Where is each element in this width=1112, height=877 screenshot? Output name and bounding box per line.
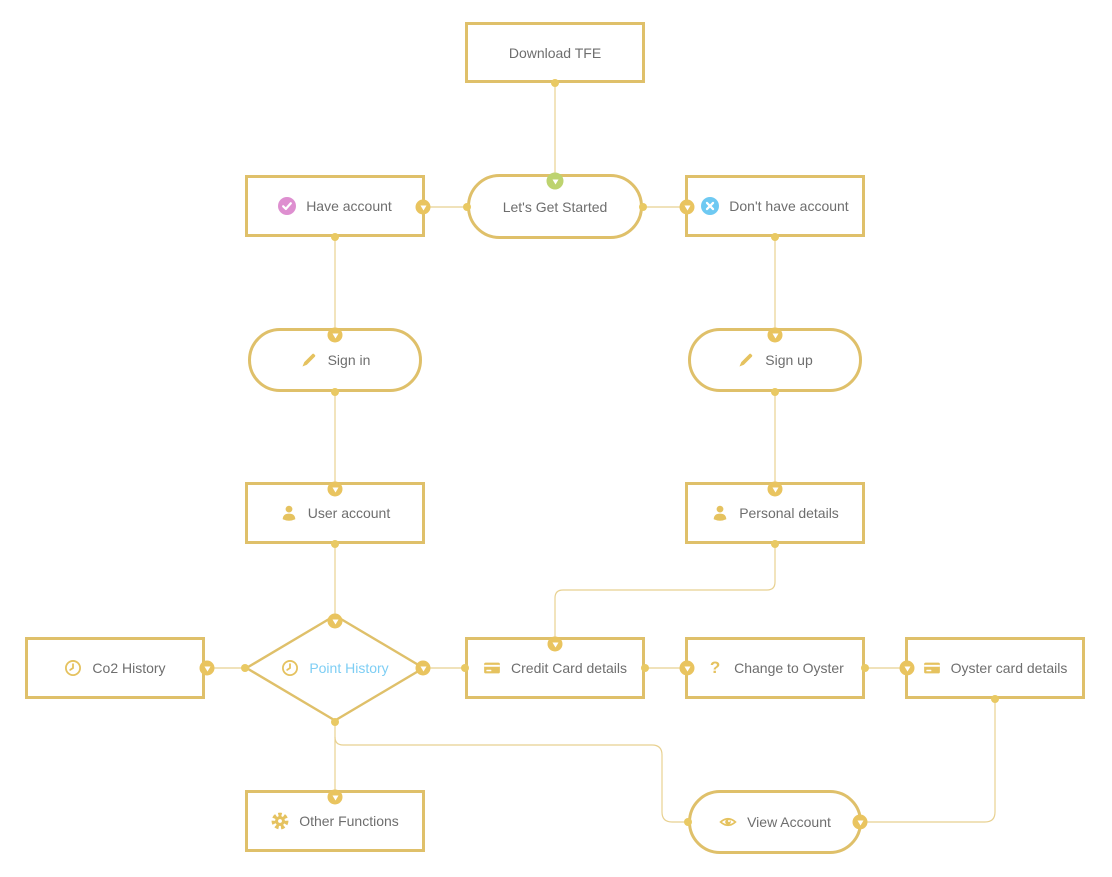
node-content: Co2 History [64,659,166,677]
node-change-to-oyster[interactable]: ? Change to Oyster [685,637,865,699]
endpoint-personal-details-bottom-dot [771,540,779,548]
endpoint-view-account-left-dot [684,818,692,826]
node-content: ? Change to Oyster [706,659,844,677]
node-content: Personal details [711,504,839,522]
gear-icon [271,812,289,830]
clock-icon [64,659,82,677]
pencil-icon [737,351,755,369]
node-content: Other Functions [271,812,399,830]
arrowhead-change-to-oyster-left-arrow-icon [679,660,695,676]
node-label: Other Functions [299,813,399,829]
node-content: Sign up [737,351,813,369]
endpoint-lets-get-started-left-dot [463,203,471,211]
arrowhead-credit-card-details-top-arrow-icon [547,636,563,652]
endpoint-download-tfe-bottom-dot [551,79,559,87]
arrowhead-lets-get-started-top-arrow-icon [546,172,564,190]
endpoint-user-account-bottom-dot [331,540,339,548]
node-co2-history[interactable]: Co2 History [25,637,205,699]
endpoint-point-history-bottom-dot [331,718,339,726]
node-content: Let's Get Started [503,199,608,215]
node-label: Credit Card details [511,660,627,676]
endpoint-credit-card-details-right-dot [641,664,649,672]
x-circle-icon [701,197,720,215]
node-label: Oyster card details [950,660,1068,676]
node-content: Don't have account [701,197,849,215]
node-content: Sign in [300,351,371,369]
node-label: Personal details [739,505,839,521]
endpoint-have-account-bottom-dot [331,233,339,241]
endpoint-oyster-card-details-bottom-dot [991,695,999,703]
node-have-account[interactable]: Have account [245,175,425,237]
node-oyster-card-details[interactable]: Oyster card details [905,637,1085,699]
user-icon [280,504,298,522]
arrowhead-dont-have-account-left-arrow-icon [679,199,695,215]
clock-icon [281,659,299,677]
arrowhead-sign-in-top-arrow-icon [327,327,343,343]
endpoint-sign-up-bottom-dot [771,388,779,396]
check-circle-icon [278,197,297,215]
node-label: Point History [309,660,389,676]
node-label: Change to Oyster [734,660,844,676]
node-label: Sign in [327,352,371,368]
arrowhead-personal-details-top-arrow-icon [767,481,783,497]
credit-card-icon [923,659,941,677]
endpoint-point-history-left-dot [241,664,249,672]
edge-point-history-to-view-account[interactable] [334,736,686,823]
arrowhead-view-account-right-arrow-icon [852,814,868,830]
node-content: Download TFE [509,45,601,61]
node-view-account[interactable]: View Account [688,790,862,854]
node-content: Credit Card details [483,659,627,677]
endpoint-dont-have-account-bottom-dot [771,233,779,241]
arrowhead-point-history-right-arrow-icon [415,660,431,676]
credit-card-icon [483,659,501,677]
node-download-tfe[interactable]: Download TFE [465,22,645,83]
node-label: Have account [306,198,392,214]
node-label: View Account [747,814,831,830]
node-dont-have-account[interactable]: Don't have account [685,175,865,237]
node-content: View Account [719,813,831,831]
user-icon [711,504,729,522]
endpoint-change-to-oyster-right-dot [861,664,869,672]
node-label: User account [307,505,391,521]
eye-icon [719,813,737,831]
node-label: Don't have account [729,198,849,214]
node-label: Download TFE [508,44,602,61]
node-content: Have account [278,197,392,215]
arrowhead-co2-history-right-arrow-icon [199,660,215,676]
arrowhead-user-account-top-arrow-icon [327,481,343,497]
endpoint-credit-card-details-left-dot [461,664,469,672]
node-content: Point History [281,659,389,677]
arrowhead-point-history-top-arrow-icon [327,613,343,629]
arrowhead-sign-up-top-arrow-icon [767,327,783,343]
node-label: Let's Get Started [502,198,608,215]
arrowhead-have-account-right-arrow-icon [415,199,431,215]
node-label: Sign up [765,352,813,368]
node-content: User account [280,504,390,522]
question-icon: ? [709,658,721,677]
node-label: Co2 History [92,660,166,676]
edge-oyster-card-details-to-view-account[interactable] [864,699,996,823]
arrowhead-other-functions-top-arrow-icon [327,789,343,805]
arrowhead-oyster-card-details-left-arrow-icon [899,660,915,676]
endpoint-sign-in-bottom-dot [331,388,339,396]
pencil-icon [300,351,318,369]
node-point-history[interactable]: Point History [245,614,425,722]
endpoint-lets-get-started-right-dot [639,203,647,211]
node-content: Oyster card details [923,659,1068,677]
edge-personal-details-to-credit-card-details[interactable] [554,544,776,639]
